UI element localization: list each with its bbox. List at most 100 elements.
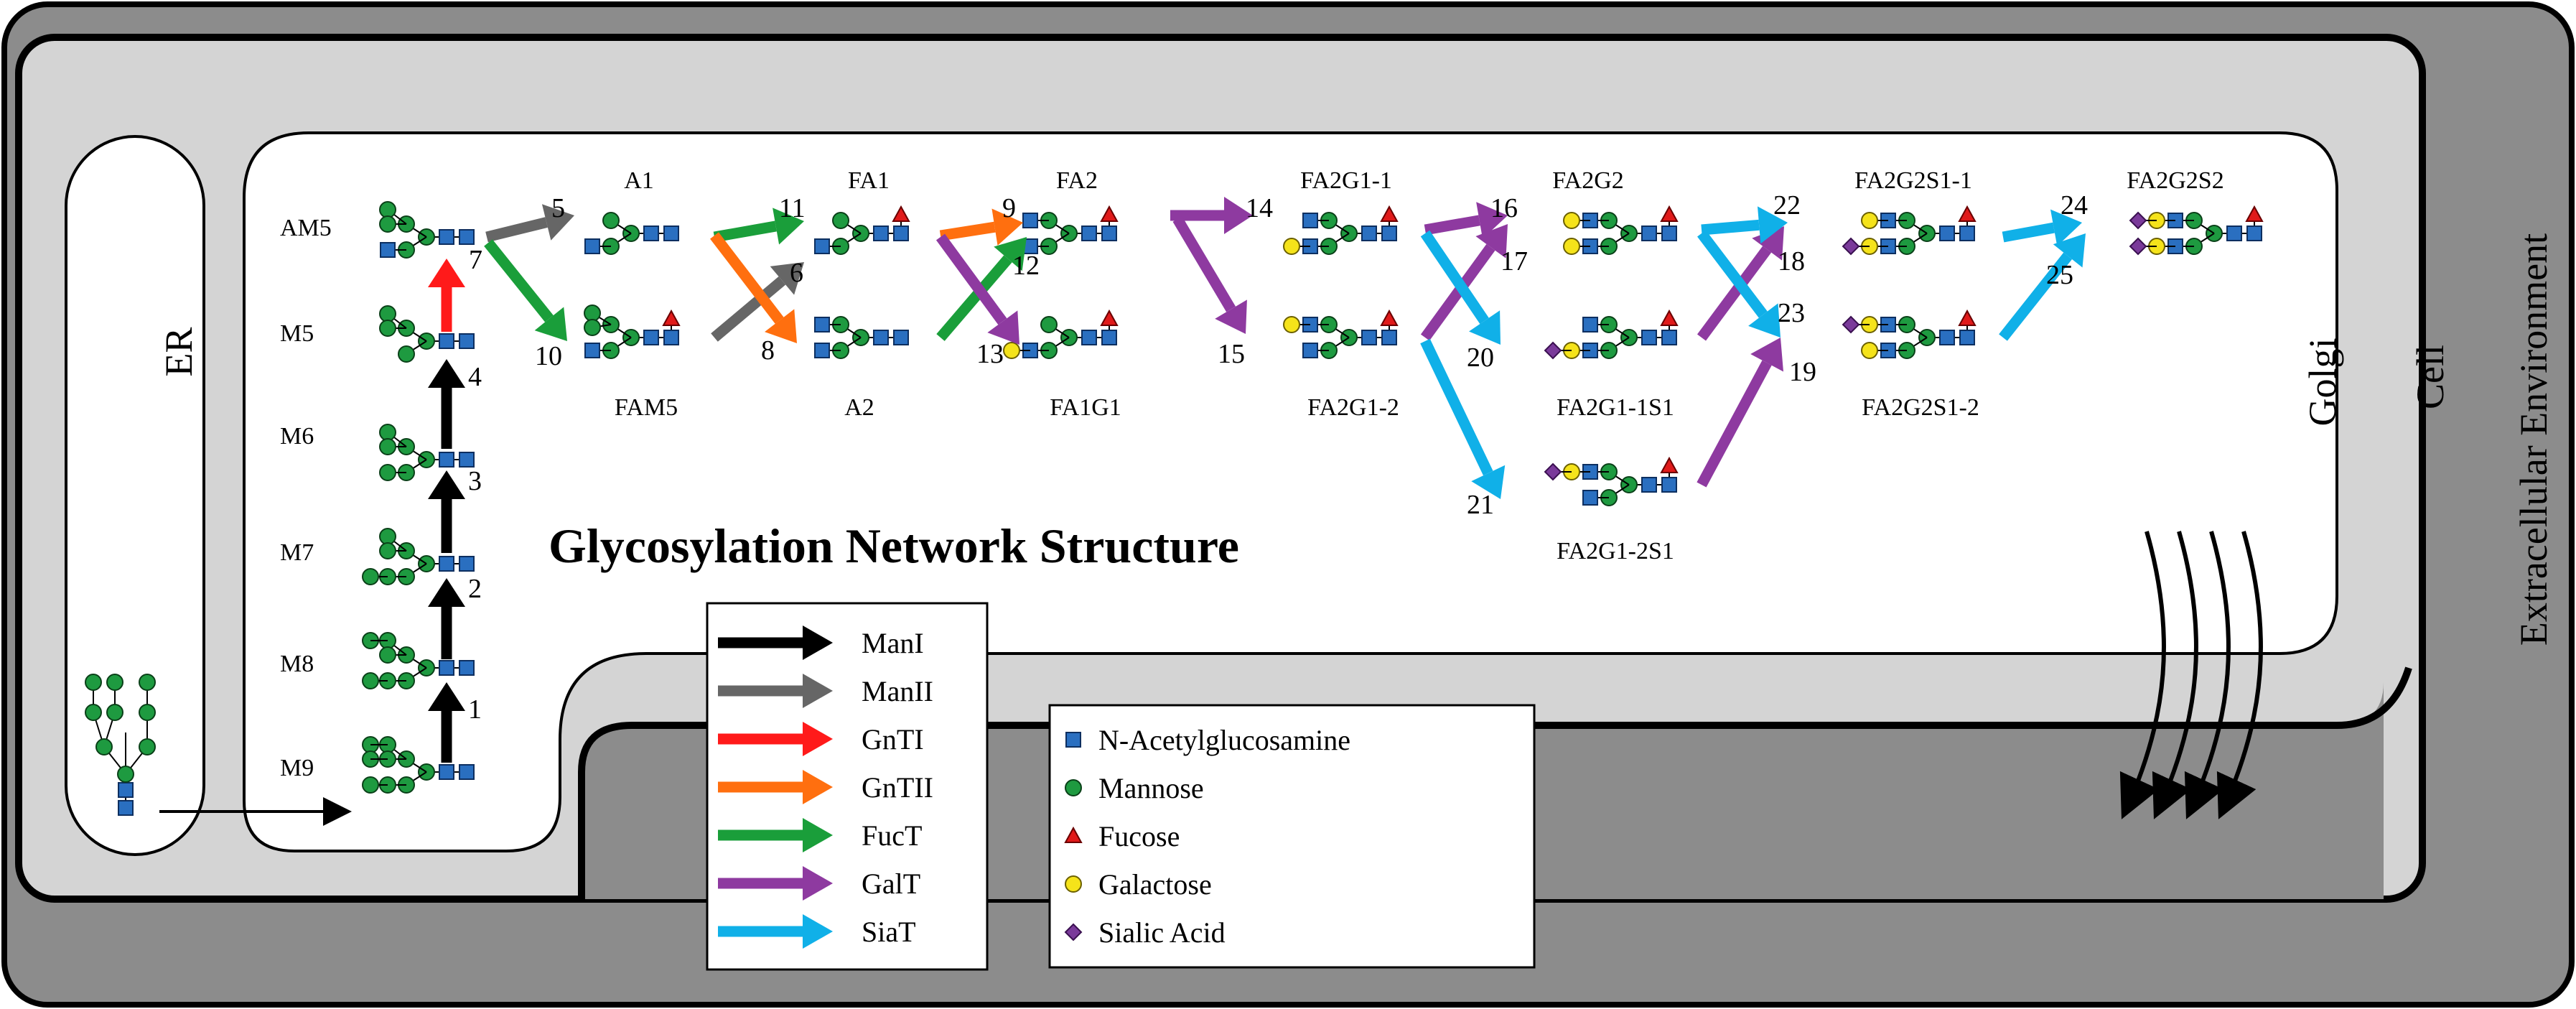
- arrow-mani-r2: [428, 578, 465, 659]
- arrow-galt-r15: [1172, 216, 1247, 334]
- glycan-m9: [362, 736, 475, 794]
- monosaccharide-legend-label: N-Acetylglucosamine: [1098, 724, 1350, 756]
- glycan-label-fa2g2: FA2G2: [1552, 167, 1624, 194]
- glycan-fa2g2s1-2: [1842, 310, 1976, 359]
- arrow-siat-r23: [1697, 230, 1781, 338]
- arrow-mani-r4: [428, 359, 465, 449]
- glycan-fa2g2: [1563, 206, 1678, 255]
- glycan-m8: [362, 632, 475, 689]
- reaction-number: 11: [779, 193, 806, 223]
- arrow-manii-r5: [485, 204, 574, 243]
- monosaccharide-legend-item: Sialic Acid: [1065, 916, 1226, 949]
- arrow-siat-r25: [1999, 233, 2086, 341]
- enzyme-legend-item: GnTII: [718, 770, 933, 804]
- extracellular-label: Extracellular Environment: [2512, 233, 2555, 646]
- reaction-number: 14: [1246, 193, 1273, 223]
- glycan-am5: [379, 201, 475, 259]
- glycan-m6: [379, 424, 475, 481]
- monosaccharide-legend-label: Galactose: [1098, 868, 1212, 901]
- glycan-label-fa2: FA2: [1056, 167, 1098, 194]
- glycan-a1: [584, 212, 679, 255]
- arrow-fuct-r10: [484, 239, 567, 341]
- arrow-mani-r3: [428, 470, 465, 553]
- reaction-number: 18: [1778, 246, 1805, 276]
- reaction-number: 8: [761, 335, 775, 366]
- enzyme-legend-item: FucT: [718, 818, 922, 852]
- blue-square-icon: [1065, 732, 1081, 748]
- glycan-structures: [362, 201, 2263, 794]
- monosaccharide-legend-box: [1048, 704, 1536, 969]
- glycan-label-fa2g1-1: FA2G1-1: [1300, 167, 1392, 194]
- secretion-arrows: [2119, 531, 2263, 819]
- monosaccharide-legend-item: Galactose: [1065, 868, 1212, 901]
- arrow-siat-r20: [1420, 230, 1501, 345]
- reaction-number: 13: [976, 339, 1004, 369]
- er-compartment: [65, 135, 205, 856]
- glycan-label-fam5: FAM5: [615, 394, 678, 421]
- reaction-number: 23: [1778, 298, 1805, 328]
- glycan-label-fa2g1-2s1: FA2G1-2S1: [1557, 538, 1674, 564]
- glycan-label-fa1g1: FA1G1: [1050, 394, 1121, 421]
- glycan-label-m6: M6: [280, 423, 314, 450]
- enzyme-legend-label: GalT: [862, 868, 920, 900]
- reaction-number: 3: [468, 466, 482, 496]
- glycan-label-m8: M8: [280, 651, 314, 677]
- glycan-fam5: [584, 304, 680, 359]
- glycan-label-fa2g1-1s1: FA2G1-1S1: [1557, 394, 1674, 421]
- glycan-fa2: [1022, 206, 1118, 255]
- secretion-arrow: [2119, 531, 2166, 819]
- arrow-mani-r1: [428, 682, 465, 763]
- network-title: Glycosylation Network Structure: [549, 519, 1239, 573]
- reaction-number: 12: [1012, 251, 1040, 281]
- glycan-label-m7: M7: [280, 539, 314, 566]
- reaction-number: 6: [790, 258, 803, 288]
- glycan-fa2g1-1s1: [1544, 310, 1678, 359]
- glycan-label-m9: M9: [280, 755, 314, 781]
- glycan-label-a2: A2: [844, 394, 874, 421]
- reaction-number: 19: [1789, 357, 1816, 387]
- reaction-number: 24: [2061, 190, 2088, 220]
- arrow-fuct-r12: [936, 237, 1027, 341]
- arrow-gnti-r7: [428, 259, 465, 332]
- monosaccharide-legend-label: Mannose: [1098, 772, 1204, 804]
- arrow-siat-r21: [1420, 338, 1506, 499]
- reaction-number: 16: [1490, 193, 1518, 223]
- monosaccharide-legend: N-AcetylglucosamineMannoseFucoseGalactos…: [1048, 704, 1536, 969]
- glycan-fa2g1-2: [1283, 310, 1398, 359]
- glycan-m5: [379, 305, 475, 363]
- enzyme-legend-item: ManI: [718, 626, 924, 660]
- enzyme-legend-label: ManII: [862, 675, 933, 707]
- glycan-label-am5: AM5: [280, 215, 332, 241]
- secretion-arrow: [2152, 531, 2198, 819]
- enzyme-legend-label: GnTII: [862, 771, 933, 804]
- reaction-number: 1: [468, 694, 482, 725]
- green-hexagon-icon: [1065, 779, 1082, 796]
- reaction-number: 10: [535, 341, 562, 371]
- glycan-label-fa2g2s1-2: FA2G2S1-2: [1862, 394, 1979, 421]
- glycan-a2: [814, 316, 909, 359]
- arrow-siat-r22: [1701, 206, 1788, 244]
- reaction-number: 9: [1002, 193, 1016, 223]
- reaction-number: 2: [468, 574, 482, 604]
- enzyme-legend-item: GnTI: [718, 722, 924, 756]
- yellow-hexagon-icon: [1065, 875, 1082, 893]
- arrow-galt-r18: [1697, 226, 1784, 341]
- monosaccharide-legend-item: N-Acetylglucosamine: [1065, 724, 1350, 756]
- golgi-label: Golgi: [2301, 338, 2344, 426]
- monosaccharide-legend-label: Sialic Acid: [1098, 916, 1226, 949]
- reaction-arrows: [428, 197, 2086, 763]
- reaction-number: 21: [1467, 490, 1494, 520]
- reaction-number-labels: 1 2 3 4 5 6 7 8 9 10 11 12 13 14 15 16 1…: [468, 190, 2088, 725]
- reaction-number: 17: [1501, 246, 1528, 276]
- arrow-gntii-r8: [710, 232, 797, 343]
- glycan-fa2g1-1: [1283, 206, 1398, 255]
- glycan-labels: AM5 M5 M6 M7 M8 M9 A1 FAM5 FA1 A2 FA2 FA…: [280, 167, 2224, 781]
- er-glycan: [85, 674, 156, 816]
- arrow-fuct-r11: [713, 208, 804, 245]
- er-label: ER: [157, 327, 200, 376]
- glycan-label-m5: M5: [280, 320, 314, 347]
- reaction-number: 4: [468, 362, 482, 392]
- glycan-m7: [362, 528, 475, 585]
